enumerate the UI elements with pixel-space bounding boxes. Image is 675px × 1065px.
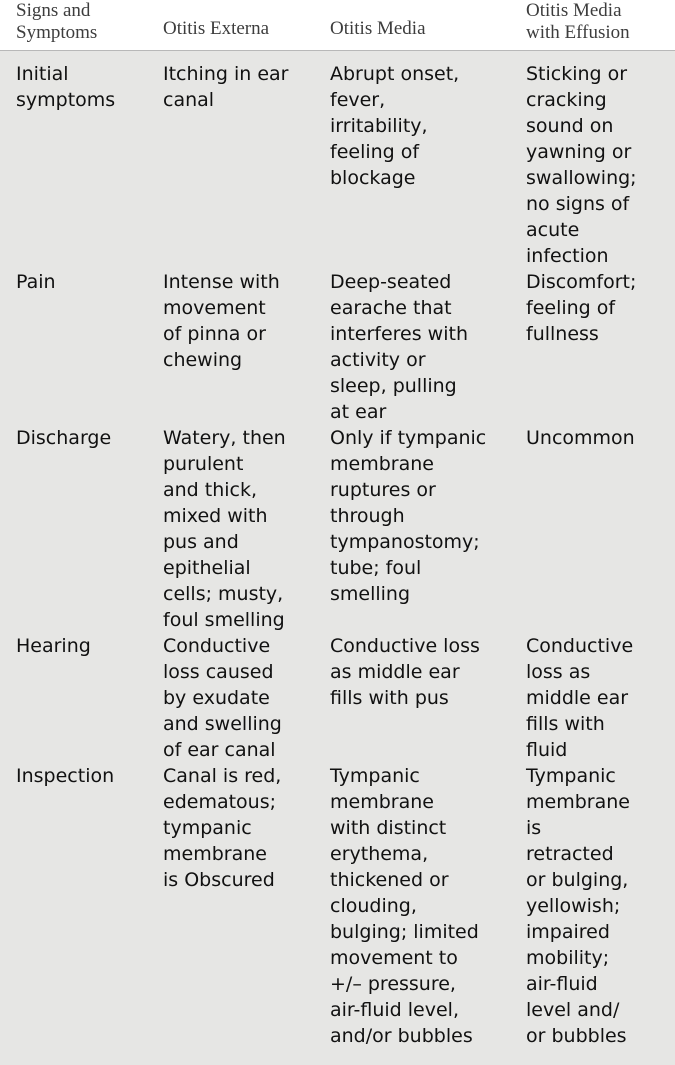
header-otitis-media: Otitis Media [330,18,426,39]
otitis-externa-cell: Watery, then purulent and thick, mixed w… [163,427,286,631]
otitis-media-cell: Abrupt onset, fever, irritability, feeli… [330,63,460,189]
header-otitis-media-with-effusion: Otitis Media with Effusion [526,0,630,43]
otitis-media-effusion-cell: Conductive loss as middle ear fills with… [526,635,634,761]
otitis-media-effusion-cell: Discomfort; feeling of fullness [526,271,637,345]
row-sign-label: Pain [16,271,56,293]
otitis-media-effusion-cell: Uncommon [526,427,635,449]
otitis-media-cell: Deep-seated earache that interferes with… [330,271,468,423]
row-sign-label: Initial symptoms [16,63,116,111]
otitis-media-cell: Tympanic membrane with distinct erythema… [330,765,479,1047]
otitis-externa-cell: Itching in ear canal [163,63,289,111]
otitis-media-effusion-cell: Tympanic membrane is retracted or bulgin… [526,765,630,1047]
row-sign-label: Hearing [16,635,91,657]
otitis-externa-cell: Intense with movement of pinna or chewin… [163,271,280,371]
header-otitis-externa: Otitis Externa [163,18,270,39]
row-sign-label: Discharge [16,427,112,449]
otitis-media-effusion-cell: Sticking or cracking sound on yawning or… [526,63,637,267]
row-sign-label: Inspection [16,765,115,787]
otitis-media-cell: Conductive loss as middle ear fills with… [330,635,480,709]
otitis-externa-cell: Canal is red, edematous; tympanic membra… [163,765,282,891]
table-header: Signs and Symptoms Otitis Externa Otitis… [0,0,675,50]
table-body: Initial symptoms Itching in ear canal Ab… [0,50,675,1065]
header-signs-and-symptoms: Signs and Symptoms [16,0,98,43]
otitis-externa-cell: Conductive loss caused by exudate and sw… [163,635,282,761]
otitis-media-cell: Only if tympanic membrane ruptures or th… [330,427,487,605]
